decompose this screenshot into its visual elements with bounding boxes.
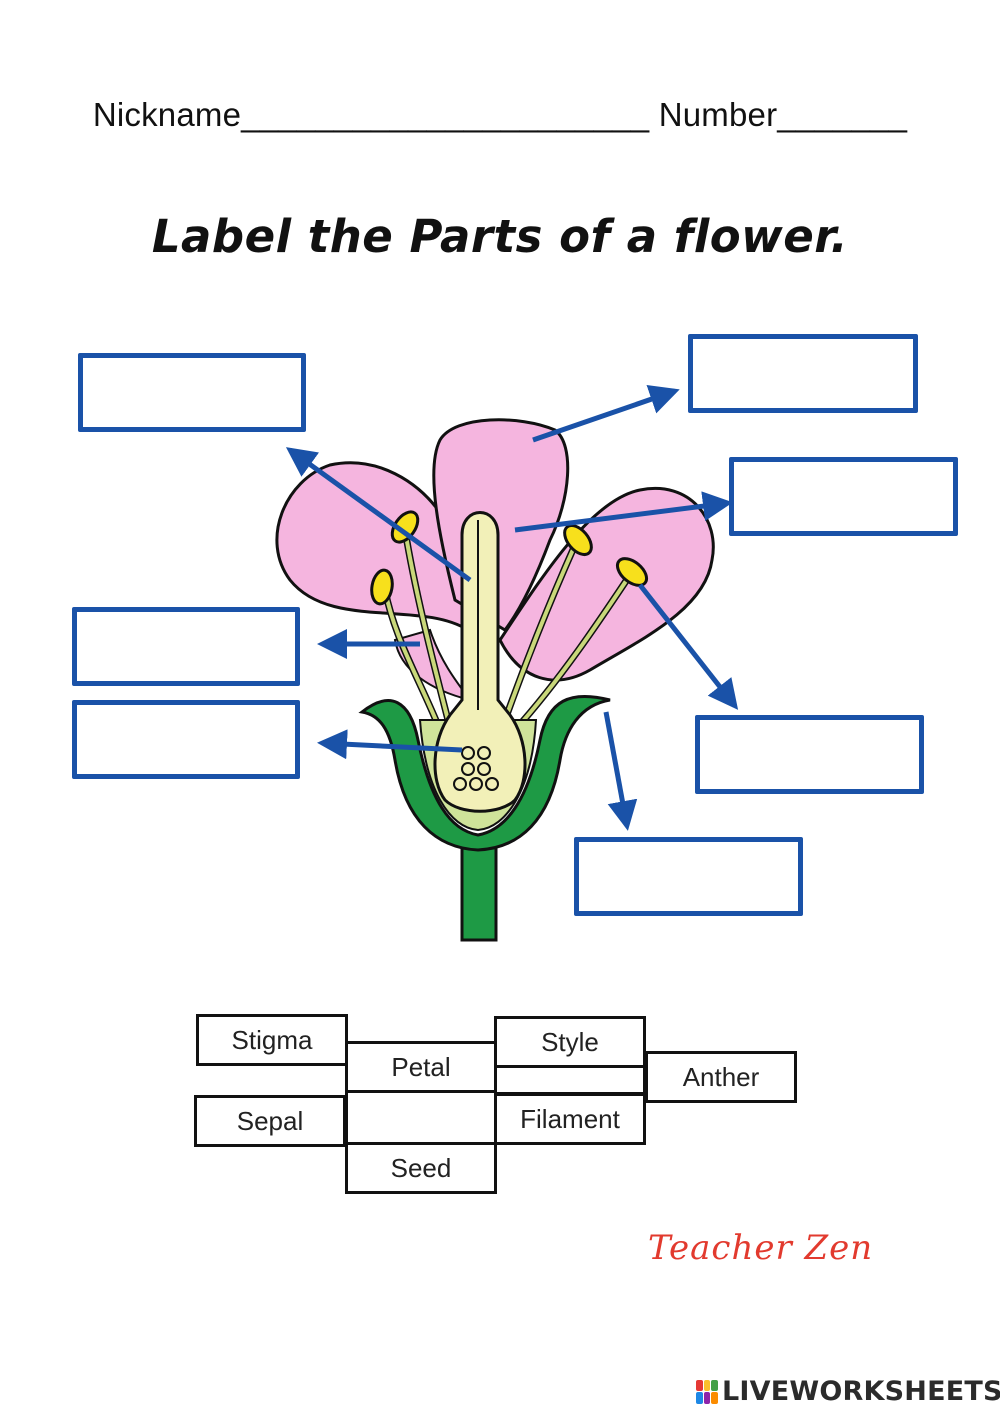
student-info-line: Nickname______________________ Number___… bbox=[0, 96, 1000, 134]
word-sepal[interactable]: Sepal bbox=[194, 1095, 346, 1147]
nickname-label: Nickname bbox=[92, 96, 242, 133]
word-seed-label: Seed bbox=[390, 1152, 452, 1183]
anther-4 bbox=[615, 557, 649, 587]
brand-name: LIVEWORKSHEETS bbox=[722, 1376, 1000, 1407]
nickname-blank[interactable]: ______________________ bbox=[241, 96, 650, 133]
word-filament-label: Filament bbox=[520, 1103, 620, 1134]
word-stigma-label: Stigma bbox=[231, 1024, 313, 1055]
arrow-to-top-right-box bbox=[532, 384, 680, 443]
stamens bbox=[381, 526, 634, 734]
word-anther-label: Anther bbox=[682, 1061, 760, 1092]
word-filament[interactable]: Filament bbox=[494, 1093, 646, 1145]
liveworksheets-logo-icon bbox=[696, 1379, 718, 1404]
label-box-left-lower[interactable] bbox=[72, 700, 300, 779]
number-blank[interactable]: _______ bbox=[777, 96, 908, 133]
word-bank-empty-cell bbox=[494, 1065, 646, 1095]
arrow-to-right-lower-box bbox=[638, 583, 739, 710]
word-seed[interactable]: Seed bbox=[345, 1142, 497, 1194]
label-box-top-left[interactable] bbox=[78, 353, 306, 432]
word-style[interactable]: Style bbox=[494, 1016, 646, 1068]
label-box-right-upper[interactable] bbox=[729, 457, 958, 536]
label-box-bottom[interactable] bbox=[574, 837, 803, 916]
arrow-to-left-lower-box bbox=[317, 729, 463, 760]
sepal bbox=[358, 694, 611, 852]
arrow-to-bottom-box bbox=[603, 711, 638, 831]
word-style-label: Style bbox=[541, 1026, 599, 1057]
number-label: Number bbox=[658, 96, 778, 133]
anther-3 bbox=[563, 523, 593, 557]
word-sepal-label: Sepal bbox=[236, 1105, 304, 1136]
pistil bbox=[433, 511, 527, 813]
word-bank-blank-cell bbox=[345, 1090, 497, 1146]
arrow-to-right-upper-box bbox=[514, 491, 733, 533]
word-anther[interactable]: Anther bbox=[645, 1051, 797, 1103]
arrow-to-top-left-box bbox=[285, 447, 472, 583]
word-stigma[interactable]: Stigma bbox=[196, 1014, 348, 1066]
word-petal[interactable]: Petal bbox=[345, 1041, 497, 1093]
seeds bbox=[453, 746, 499, 791]
label-box-top-right[interactable] bbox=[688, 334, 918, 413]
anther-1 bbox=[390, 510, 420, 544]
label-box-right-lower[interactable] bbox=[695, 715, 924, 794]
label-box-left-middle[interactable] bbox=[72, 607, 300, 686]
anther-2 bbox=[370, 568, 394, 606]
stem bbox=[460, 838, 498, 942]
teacher-signature: Teacher Zen bbox=[648, 1228, 874, 1268]
flower-diagram bbox=[275, 384, 739, 942]
worksheet-title: Label the Parts of a flower. bbox=[151, 210, 849, 263]
brand-watermark: LIVEWORKSHEETS bbox=[696, 1376, 1000, 1407]
word-petal-label: Petal bbox=[391, 1051, 451, 1082]
